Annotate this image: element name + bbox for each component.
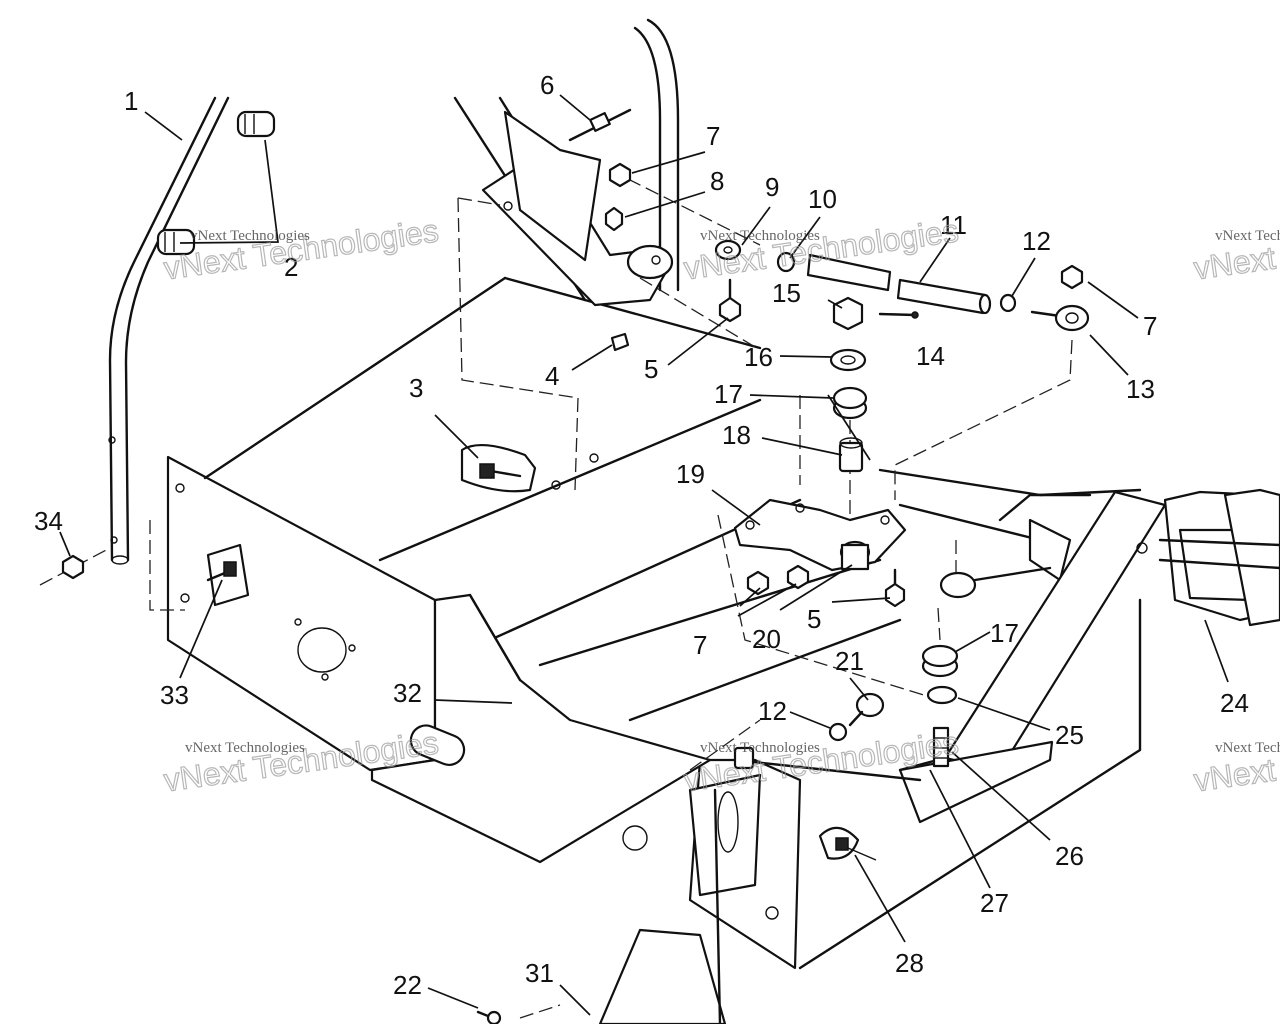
callout-8: 8	[710, 166, 724, 196]
bracket-3	[460, 443, 537, 493]
nut-12b	[828, 722, 848, 742]
watermark-large-3: vNext Technologies	[1192, 212, 1280, 286]
nut-15	[832, 296, 864, 331]
callout-31: 31	[525, 958, 554, 988]
callout-6: 6	[540, 70, 554, 100]
watermark-3: vNext Technologies vNext Technologies	[1191, 212, 1280, 287]
callout-24: 24	[1220, 688, 1249, 718]
washer-9	[714, 239, 742, 261]
bolt-5b	[884, 568, 906, 608]
spring-26	[932, 726, 950, 768]
nut-34	[61, 554, 85, 580]
nut-7a	[608, 162, 632, 188]
clip-bottom	[156, 228, 196, 256]
pin-6	[568, 108, 632, 142]
callout-11: 11	[940, 210, 967, 240]
watermark-large-6: vNext Technologies	[1192, 724, 1280, 798]
callout-15: 15	[772, 278, 801, 308]
washer-25	[926, 685, 958, 705]
callout-20: 20	[752, 624, 781, 654]
bolt-33	[206, 543, 250, 607]
floor-plate	[370, 593, 712, 864]
callout-5b: 5	[807, 604, 821, 634]
callout-7c: 7	[693, 630, 707, 660]
pedal-arm	[898, 490, 1167, 824]
callouts: 1 2 3 4 5 5 6 7 7 7 8 9 10 11 12 12 13 1…	[34, 70, 1249, 1000]
callout-32: 32	[393, 678, 422, 708]
callout-3: 3	[409, 373, 423, 403]
spacer-18	[838, 437, 864, 473]
callout-27: 27	[980, 888, 1009, 918]
watermark-small-5: vNext Technologies	[700, 740, 820, 756]
leader-lines	[59, 94, 1229, 1016]
handle-bar	[108, 96, 230, 565]
bolt-5a	[718, 278, 742, 323]
watermark-large-1: vNext Technologies	[162, 212, 441, 286]
nut-12a	[999, 293, 1017, 313]
callout-17b: 17	[990, 618, 1019, 648]
nut-7d	[786, 564, 810, 590]
callout-4: 4	[545, 361, 559, 391]
clip-4	[610, 332, 630, 352]
callout-7a: 7	[706, 121, 720, 151]
callout-16: 16	[744, 342, 773, 372]
callout-22: 22	[393, 970, 422, 1000]
end-component	[1158, 488, 1280, 627]
rod-end-13	[1030, 304, 1090, 332]
callout-14: 14	[916, 341, 945, 371]
tube-11	[806, 253, 992, 315]
callout-10: 10	[808, 184, 837, 214]
callout-19: 19	[676, 459, 705, 489]
callout-2: 2	[284, 252, 298, 282]
watermark-small-1: vNext Technologies	[190, 228, 310, 244]
watermark-small-3: vNext Technologies	[1215, 228, 1280, 244]
callout-17a: 17	[714, 379, 743, 409]
eye-bolt-21	[848, 692, 885, 727]
callout-21: 21	[835, 646, 864, 676]
bushing-17a	[832, 386, 868, 420]
lower-bracket	[598, 773, 762, 1024]
washer-16	[829, 348, 867, 372]
bushing-17b	[921, 644, 959, 678]
callout-34: 34	[34, 506, 63, 536]
nut-7c	[746, 570, 770, 596]
watermark-1: vNext Technologies vNext Technologies	[161, 212, 441, 287]
nut-7b	[1060, 264, 1084, 290]
callout-26: 26	[1055, 841, 1084, 871]
nut-8	[604, 206, 624, 232]
callout-9: 9	[765, 172, 779, 202]
callout-18: 18	[722, 420, 751, 450]
pin-14	[878, 311, 919, 319]
bolt-22	[476, 1010, 502, 1024]
lower-rod	[733, 566, 1052, 782]
watermark-small-6: vNext Technologies	[1215, 740, 1280, 756]
hardware-parts	[61, 108, 1090, 1024]
callout-25: 25	[1055, 720, 1084, 750]
pivot-20	[839, 540, 871, 571]
clip-top	[236, 110, 276, 138]
watermark-small-4: vNext Technologies	[185, 740, 305, 756]
callout-33: 33	[160, 680, 189, 710]
watermark-6: vNext Technologies vNext Technologies	[1191, 724, 1280, 799]
assembly-lines	[39, 169, 1073, 1019]
bolt-28	[818, 826, 877, 861]
callout-12a: 12	[1022, 226, 1051, 256]
callout-13: 13	[1126, 374, 1155, 404]
steering-column	[453, 18, 680, 307]
callout-5a: 5	[644, 354, 658, 384]
callout-1: 1	[124, 86, 138, 116]
callout-28: 28	[895, 948, 924, 978]
watermark-small-2: vNext Technologies	[700, 228, 820, 244]
callout-7b: 7	[1143, 311, 1157, 341]
callout-12b: 12	[758, 696, 787, 726]
